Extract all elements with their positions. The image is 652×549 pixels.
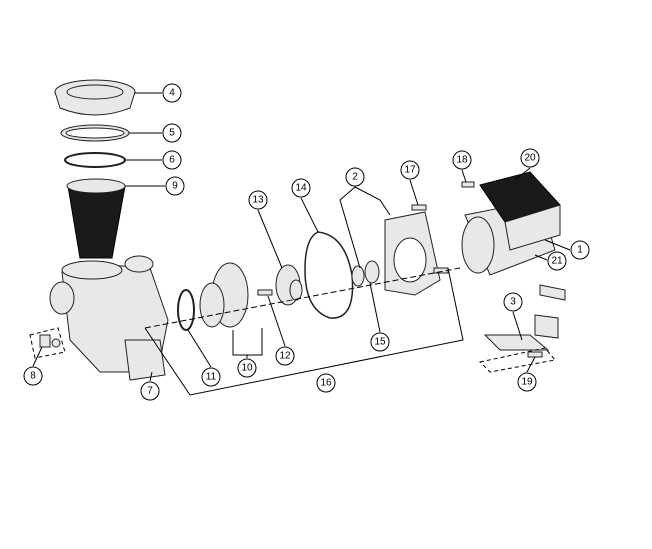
svg-text:4: 4 — [169, 88, 175, 99]
callout-13: 13 — [248, 190, 268, 210]
seal-plate — [384, 211, 441, 296]
lid-o-ring — [60, 124, 130, 142]
strainer-lid — [54, 79, 136, 116]
callout-19: 19 — [517, 372, 537, 392]
svg-text:3: 3 — [510, 297, 516, 308]
motor-support — [483, 284, 566, 351]
callout-9: 9 — [165, 176, 185, 196]
svg-text:2: 2 — [352, 172, 358, 183]
callout-6: 6 — [162, 150, 182, 170]
svg-text:13: 13 — [252, 195, 264, 206]
callout-4: 4 — [162, 83, 182, 103]
callout-5: 5 — [162, 123, 182, 143]
svg-text:6: 6 — [169, 155, 175, 166]
callout-10: 10 — [237, 358, 257, 378]
callout-11: 11 — [201, 367, 221, 387]
callout-3: 3 — [503, 292, 523, 312]
drain-plug — [39, 334, 61, 348]
callout-2: 2 — [345, 167, 365, 187]
diffuser — [199, 262, 249, 328]
svg-text:9: 9 — [172, 181, 178, 192]
svg-text:21: 21 — [551, 256, 563, 267]
gasket — [64, 152, 126, 168]
strainer-basket — [66, 178, 126, 259]
svg-text:1: 1 — [577, 245, 583, 256]
callout-12: 12 — [275, 346, 295, 366]
svg-text:10: 10 — [241, 363, 253, 374]
svg-text:12: 12 — [279, 351, 291, 362]
callout-15: 15 — [370, 332, 390, 352]
diffuser-seal — [177, 289, 195, 331]
callout-14: 14 — [291, 178, 311, 198]
callout-21: 21 — [547, 251, 567, 271]
svg-text:7: 7 — [147, 386, 153, 397]
impeller — [275, 264, 303, 306]
callout-8: 8 — [23, 366, 43, 386]
mechanical-seal — [351, 260, 380, 287]
svg-text:14: 14 — [295, 183, 307, 194]
svg-text:20: 20 — [524, 153, 536, 164]
bolts — [257, 181, 543, 358]
seal-plate-o-ring — [304, 231, 354, 319]
svg-text:15: 15 — [374, 337, 386, 348]
callout-7: 7 — [140, 381, 160, 401]
svg-text:19: 19 — [521, 377, 533, 388]
svg-text:8: 8 — [30, 371, 36, 382]
svg-text:5: 5 — [169, 128, 175, 139]
pump-housing — [49, 255, 169, 381]
leader-lines — [32, 92, 571, 382]
callout-20: 20 — [520, 148, 540, 168]
callout-16: 16 — [316, 373, 336, 393]
callout-18: 18 — [452, 150, 472, 170]
motor — [461, 171, 561, 276]
svg-text:11: 11 — [206, 372, 217, 383]
svg-text:18: 18 — [456, 155, 468, 166]
callout-17: 17 — [400, 160, 420, 180]
svg-text:16: 16 — [320, 378, 332, 389]
svg-text:17: 17 — [404, 165, 416, 176]
callout-1: 1 — [570, 240, 590, 260]
